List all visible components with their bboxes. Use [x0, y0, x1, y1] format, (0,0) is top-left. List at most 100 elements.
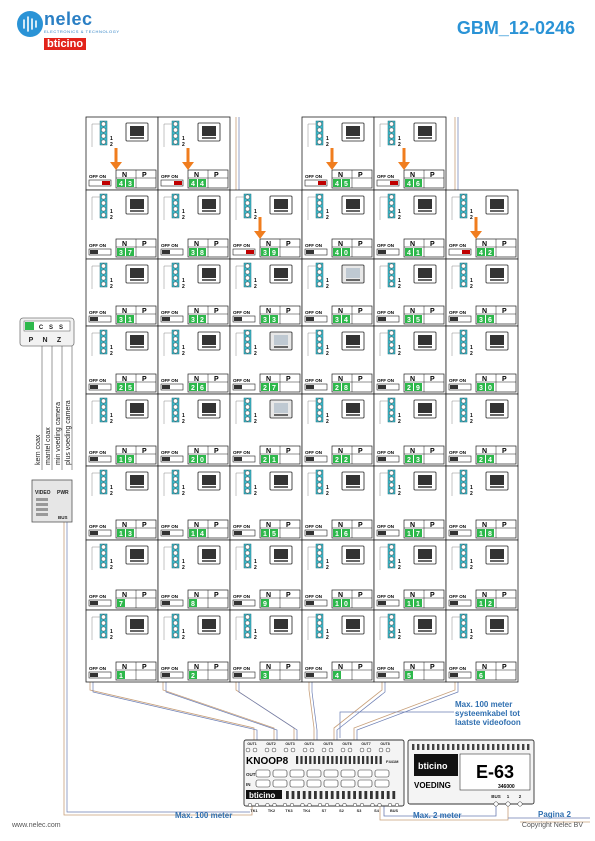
vent-slot	[319, 791, 323, 799]
terminal-label: 1	[326, 485, 329, 491]
terminal-label: 2	[398, 565, 401, 571]
address-digit: 9	[272, 250, 276, 257]
vent-slot	[331, 756, 334, 764]
switch-label: OFF ON	[377, 378, 394, 383]
address-cell	[414, 529, 422, 537]
screw-terminal-icon	[245, 476, 250, 482]
slot-icon	[289, 769, 305, 778]
dip-switch-knob	[162, 457, 170, 461]
dip-switch-knob	[90, 385, 98, 389]
screw-terminal-icon	[101, 482, 106, 488]
screw-terminal-icon	[173, 281, 178, 287]
screw-terminal-icon	[389, 410, 394, 416]
screw-terminal-icon	[328, 747, 334, 753]
dip-switch	[376, 179, 400, 187]
screw-terminal-icon	[359, 747, 365, 753]
p-label: P	[286, 448, 291, 455]
monitor-buttons	[490, 346, 504, 348]
p-label: P	[286, 522, 291, 529]
terminal-strip	[459, 397, 468, 423]
screw-terminal-icon	[317, 398, 322, 404]
screw-terminal-icon	[359, 802, 365, 808]
address-cell	[405, 529, 413, 537]
n-label: N	[194, 241, 199, 248]
screw-terminal-icon	[101, 556, 106, 562]
vent-slot	[340, 756, 343, 764]
bticino-logo: bticino	[249, 791, 275, 800]
monitor-screen	[346, 126, 360, 136]
legend-label-min-voeding: min voeding camera	[55, 401, 62, 465]
n-label: N	[194, 448, 199, 455]
screw-terminal-icon	[173, 263, 178, 269]
vent-slot	[313, 756, 316, 764]
monitor-screen	[274, 268, 288, 278]
terminal-strip	[459, 193, 468, 219]
monitor-screen	[418, 126, 432, 136]
address-digit: 2	[200, 317, 204, 324]
address-cell	[261, 455, 269, 463]
vent-slot	[309, 756, 312, 764]
switch-label: OFF ON	[89, 174, 106, 179]
terminal-strip	[171, 120, 180, 146]
screw-terminal-icon	[317, 275, 322, 281]
screw-terminal-icon	[245, 410, 250, 416]
n-label: N	[338, 664, 343, 671]
switch-label: OFF ON	[449, 310, 466, 315]
slot-icon	[306, 769, 322, 778]
dip-switch-knob	[234, 673, 242, 677]
address-digit: 5	[128, 385, 132, 392]
terminal-label: 1	[182, 209, 185, 215]
address-digit: 7	[416, 531, 420, 538]
terminal-strip	[171, 397, 180, 423]
switch-label: OFF ON	[377, 174, 394, 179]
screw-terminal-icon	[389, 348, 394, 354]
slot-icon	[374, 769, 390, 778]
terminal-label: 1	[110, 136, 113, 142]
terminal-label: 2	[326, 284, 329, 290]
brand-name: nelec	[44, 9, 93, 29]
terminal-strip	[99, 469, 108, 495]
terminal-label-bottom: P	[29, 337, 34, 344]
n-label: N	[194, 308, 199, 315]
address-digit: 4	[407, 250, 411, 257]
screw-terminal-icon	[245, 200, 250, 206]
terminal-strip	[171, 262, 180, 288]
monitor-buttons	[490, 630, 504, 632]
switch-label: OFF ON	[161, 666, 178, 671]
address-cell	[270, 383, 278, 391]
bus-wire	[66, 522, 250, 813]
screw-terminal-icon	[247, 802, 253, 808]
screw-terminal-icon	[265, 802, 270, 808]
dip-switch-knob	[450, 673, 458, 677]
monitor-buttons	[346, 137, 360, 139]
dip-switch	[232, 248, 256, 256]
n-label: N	[122, 592, 127, 599]
screw-terminal-icon	[245, 747, 251, 753]
vent-slot	[336, 791, 340, 799]
monitor-screen	[346, 199, 360, 209]
terminal-label: 2	[326, 635, 329, 641]
n-label: N	[338, 592, 343, 599]
screw-terminal-icon	[461, 206, 466, 212]
address-digit: 1	[128, 317, 132, 324]
screw-terminal-icon	[101, 404, 106, 410]
dip-switch-knob	[90, 457, 98, 461]
screw-terminal-icon	[173, 556, 178, 562]
n-label: N	[122, 522, 127, 529]
address-cell	[333, 671, 341, 679]
screw-terminal-icon	[264, 747, 270, 753]
screw-terminal-icon	[366, 747, 372, 753]
terminal-label: 1	[326, 559, 329, 565]
monitor-screen	[202, 619, 216, 629]
screw-terminal-icon	[389, 620, 394, 626]
screw-terminal-icon	[173, 416, 178, 422]
dip-switch-knob	[450, 385, 458, 389]
screw-terminal-icon	[389, 470, 394, 476]
terminal-label: 2	[398, 351, 401, 357]
n-label: N	[482, 241, 487, 248]
terminal-strip	[315, 469, 324, 495]
